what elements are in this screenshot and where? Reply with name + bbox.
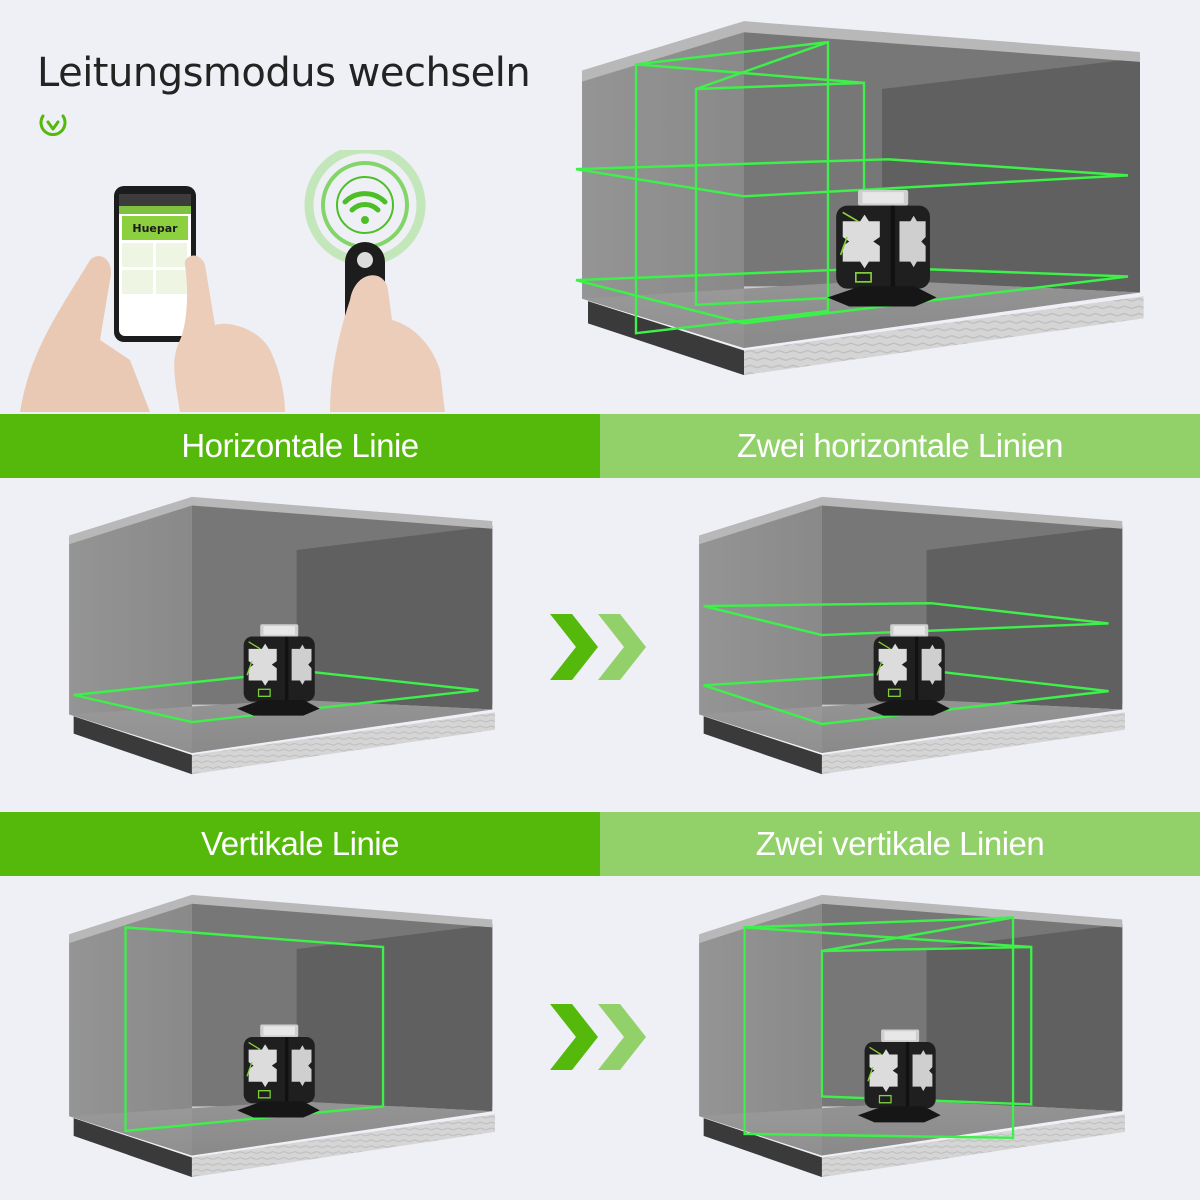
circle-check-icon xyxy=(37,108,69,140)
room-illustration-all-lines xyxy=(570,15,1170,385)
room-illustration-horizontal-line xyxy=(60,492,515,782)
smartphone-illustration: Huepar xyxy=(114,186,196,342)
wifi-signal-icon xyxy=(342,191,388,224)
room-illustration-two-horizontal-lines xyxy=(690,492,1145,782)
double-chevron-right-icon xyxy=(550,1002,650,1072)
mode-label-two-vertical-lines: Zwei vertikale Linien xyxy=(600,812,1200,876)
mode-label-horizontal-line: Horizontale Linie xyxy=(0,414,600,478)
mode-label-two-horizontal-lines: Zwei horizontale Linien xyxy=(600,414,1200,478)
mode-label-vertical-line: Vertikale Linie xyxy=(0,812,600,876)
mode-banner-row-2: Vertikale Linie Zwei vertikale Linien xyxy=(0,812,1200,876)
power-icon xyxy=(357,252,373,268)
hero-control-illustration: Huepar xyxy=(0,150,560,412)
room-illustration-vertical-line xyxy=(60,890,515,1185)
room-illustration-two-vertical-lines xyxy=(690,890,1145,1185)
page-title: Leitungsmodus wechseln xyxy=(37,50,531,96)
double-chevron-right-icon xyxy=(550,612,650,682)
mode-banner-row-1: Horizontale Linie Zwei horizontale Linie… xyxy=(0,414,1200,478)
app-brand-label: Huepar xyxy=(132,222,178,235)
